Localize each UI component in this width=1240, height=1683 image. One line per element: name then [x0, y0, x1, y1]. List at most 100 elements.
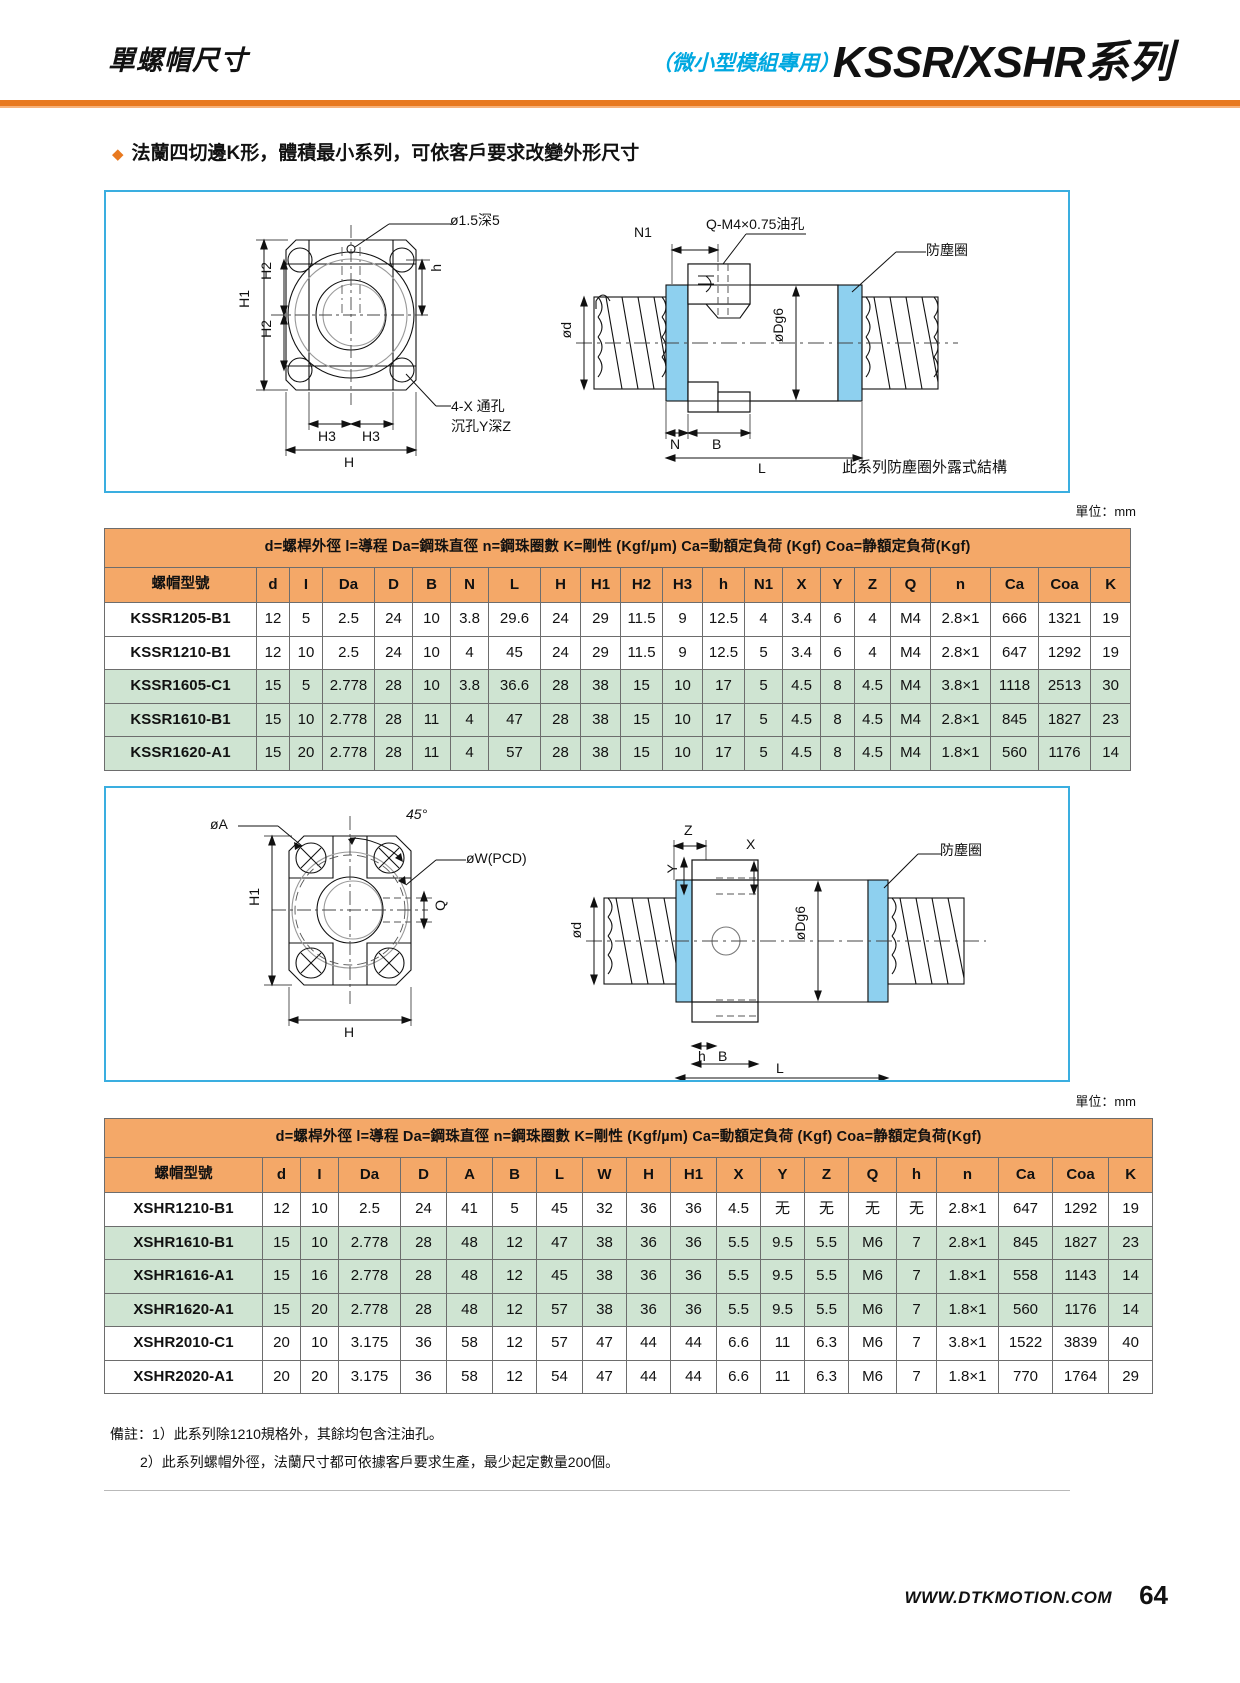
table-cell: 20	[300, 1359, 339, 1395]
table1-col-9: H1	[580, 566, 621, 604]
table-cell: 23	[1107, 1225, 1154, 1261]
drawing-panel-bottom: øA 45° øW(PCD) H1 Q H Z X Y 防塵圈 ød øDg6 …	[104, 786, 1070, 1082]
label-through-hole-1: 4-X 通孔	[451, 398, 505, 414]
table-cell: 5	[289, 669, 323, 704]
table-cell: 58	[446, 1359, 493, 1395]
table-cell: 5	[289, 602, 323, 637]
table-cell: 36	[400, 1326, 447, 1361]
table2-col-18: Coa	[1052, 1156, 1109, 1194]
table-cell: 1143	[1052, 1259, 1109, 1294]
table-cell: 3.8×1	[930, 669, 991, 704]
table-cell: 48	[446, 1259, 493, 1294]
table-cell: 4.5	[782, 736, 821, 771]
table2-col-14: Q	[848, 1156, 897, 1194]
table-cell: 4.5	[716, 1192, 761, 1227]
table-cell-model: KSSR1205-B1	[104, 602, 257, 637]
table-cell: 36	[670, 1259, 717, 1294]
table-cell: 44	[626, 1359, 671, 1395]
table-cell: 845	[990, 702, 1039, 738]
table2-col-6: B	[492, 1156, 537, 1194]
table-cell: 28	[374, 736, 413, 771]
table2-col-0: 螺帽型號	[104, 1156, 263, 1194]
table-cell: 17	[702, 702, 745, 738]
footer-divider	[104, 1490, 1070, 1491]
table-cell: 4.5	[782, 669, 821, 704]
remark-line-2: 2）此系列螺帽外徑，法蘭尺寸都可依據客戶要求生產，最少起定數量200個。	[140, 1454, 620, 1470]
table-cell: 1522	[998, 1326, 1053, 1361]
table-cell-model: XSHR2020-A1	[104, 1359, 263, 1395]
spec-table-kssr-wrap: d=螺桿外徑 l=導程 Da=鋼珠直徑 n=鋼珠圈數 K=剛性 (Kgf/µm)…	[103, 528, 1132, 771]
label-h2-lower: H2	[258, 320, 274, 338]
table1-caption-row: d=螺桿外徑 l=導程 Da=鋼珠直徑 n=鋼珠圈數 K=剛性 (Kgf/µm)…	[103, 528, 1132, 568]
table-cell: 3.8×1	[936, 1326, 999, 1361]
table-cell: 12.5	[702, 602, 745, 637]
label-h-small: h	[428, 264, 444, 272]
table-cell: M6	[848, 1259, 897, 1294]
label-h-total-2: H	[344, 1024, 355, 1040]
table2-col-15: h	[896, 1156, 937, 1194]
spec-table-xshr: d=螺桿外徑 l=導程 Da=鋼珠直徑 n=鋼珠圈數 K=剛性 (Kgf/µm)…	[103, 1118, 1154, 1395]
table-cell: 5.5	[716, 1259, 761, 1294]
table-cell: 2.778	[338, 1225, 401, 1261]
label-q: Q	[432, 900, 448, 911]
table-cell: 5	[744, 736, 783, 771]
table1-col-14: X	[782, 566, 821, 604]
table-cell: 11	[760, 1326, 805, 1361]
table-cell: 28	[540, 736, 581, 771]
table-cell: 48	[446, 1292, 493, 1328]
table-cell: 2.5	[322, 602, 375, 637]
table-cell: 32	[582, 1192, 627, 1227]
table-cell: 10	[662, 669, 703, 704]
label-dg6-2: øDg6	[792, 906, 808, 941]
table2-col-17: Ca	[998, 1156, 1053, 1194]
table-cell: 2.5	[338, 1192, 401, 1227]
table-cell: 无	[760, 1192, 805, 1227]
table-cell: 15	[262, 1259, 301, 1294]
table-cell: 12	[256, 602, 290, 637]
table-cell: 36	[670, 1225, 717, 1261]
label-h2-upper: H2	[258, 262, 274, 280]
label-od-1: ød	[558, 322, 574, 339]
table-cell: 10	[662, 736, 703, 771]
table1-caption: d=螺桿外徑 l=導程 Da=鋼珠直徑 n=鋼珠圈數 K=剛性 (Kgf/µm)…	[103, 528, 1132, 568]
table-cell: 6	[820, 635, 855, 671]
table-cell: 12	[256, 635, 290, 671]
table1-col-0: 螺帽型號	[104, 566, 257, 604]
table-cell: 4.5	[854, 669, 891, 704]
unit-label-bottom: 單位：mm	[1075, 1094, 1136, 1109]
table-cell: 12	[492, 1292, 537, 1328]
header-subtitle: （微小型模組專用）	[651, 52, 840, 75]
table-cell: 38	[582, 1259, 627, 1294]
spec-table-kssr: d=螺桿外徑 l=導程 Da=鋼珠直徑 n=鋼珠圈數 K=剛性 (Kgf/µm)…	[103, 528, 1132, 771]
table-cell: 2.8×1	[930, 702, 991, 738]
footer-website: WWW.DTKMOTION.COM	[904, 1588, 1112, 1607]
table-cell: 9	[662, 602, 703, 637]
label-pcd: øW(PCD)	[466, 850, 527, 866]
label-h1-2: H1	[246, 888, 262, 906]
table-cell: 38	[580, 736, 621, 771]
table-cell: 15	[262, 1225, 301, 1261]
table-cell: 1.8×1	[936, 1259, 999, 1294]
table1-col-20: Coa	[1038, 566, 1091, 604]
table-cell: M4	[890, 602, 931, 637]
table-cell: 44	[670, 1326, 717, 1361]
table1-col-4: D	[374, 566, 413, 604]
table-cell: 12.5	[702, 635, 745, 671]
table-cell: 15	[256, 702, 290, 738]
table-cell: 770	[998, 1359, 1053, 1395]
table1-col-1: d	[256, 566, 290, 604]
table-cell: 9	[662, 635, 703, 671]
table-cell: 1321	[1038, 602, 1091, 637]
table1-header-row: 螺帽型號 d I Da D B N L H H1 H2 H3 h N1 X Y	[104, 566, 1132, 604]
table-cell: 20	[262, 1326, 301, 1361]
table-cell-model: XSHR2010-C1	[104, 1326, 263, 1361]
table-cell: 3.4	[782, 635, 821, 671]
table1-col-19: Ca	[990, 566, 1039, 604]
table-cell: 24	[374, 635, 413, 671]
